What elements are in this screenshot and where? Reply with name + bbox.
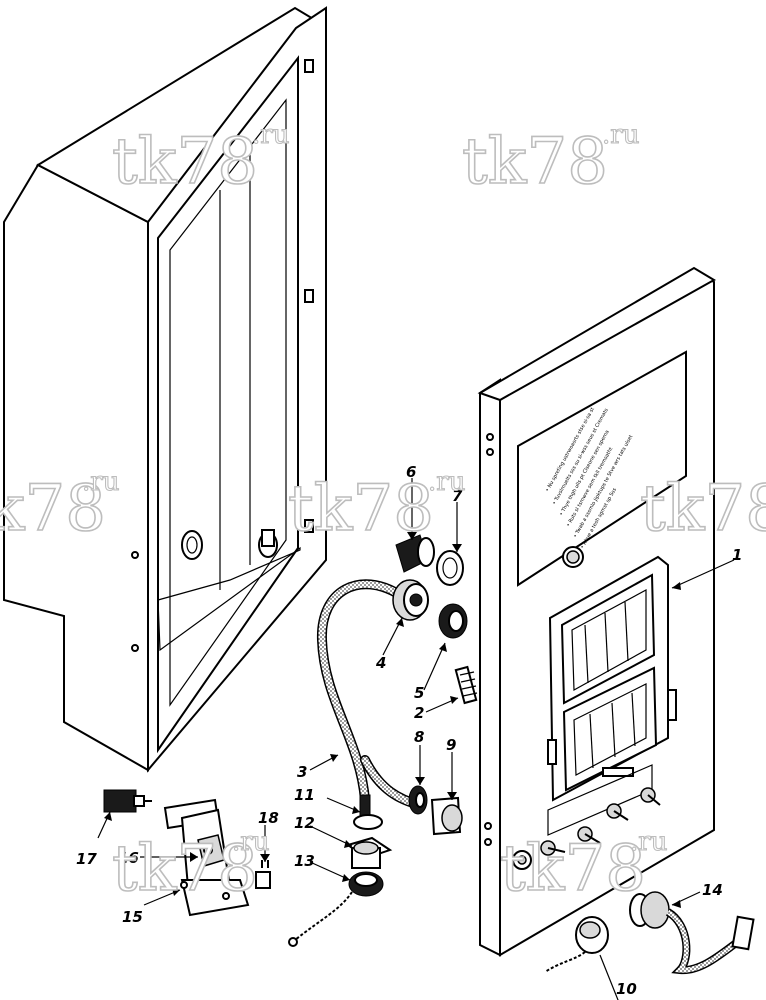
- svg-text:tk78: tk78: [640, 472, 766, 546]
- flange-receptacle: [430, 796, 463, 836]
- svg-text:tk78: tk78: [0, 472, 106, 546]
- angled-plug: [395, 534, 435, 573]
- square-connector: [345, 836, 393, 869]
- watermark: tk78 .ru: [111, 119, 290, 199]
- watermark: tk78 .ru: [461, 119, 640, 199]
- callout-10: 10: [616, 980, 637, 998]
- callout-16: 16: [118, 849, 139, 867]
- callout-4: 4: [375, 654, 386, 672]
- callout-15: 15: [122, 908, 143, 926]
- callout-5: 5: [414, 684, 424, 702]
- svg-text:tk78: tk78: [112, 125, 258, 199]
- callout-17: 17: [76, 850, 97, 868]
- svg-text:tk78: tk78: [112, 832, 258, 906]
- mounting-bracket: [163, 798, 250, 917]
- callout-3: 3: [297, 763, 307, 781]
- svg-text:.ru: .ru: [630, 827, 667, 857]
- svg-text:.ru: .ru: [232, 827, 269, 857]
- display-window-assembly: [547, 555, 677, 802]
- callout-9: 9: [446, 736, 456, 754]
- callout-7: 7: [452, 487, 463, 505]
- grommet: [408, 785, 428, 815]
- dust-cap: [288, 871, 384, 947]
- callout-11: 11: [294, 786, 315, 804]
- watermark: tk78 .ru: [499, 826, 668, 906]
- svg-text:.ru: .ru: [428, 467, 465, 497]
- svg-text:tk78: tk78: [500, 832, 646, 906]
- callout-12: 12: [294, 814, 315, 832]
- toggle-switch: [640, 787, 661, 806]
- watermark: tk78 .ru: [287, 466, 466, 546]
- callout-14: 14: [702, 881, 723, 899]
- circular-connector: [392, 579, 429, 621]
- svg-text:tk78: tk78: [462, 125, 608, 199]
- callout-labels: 1 2 3 4 5 6 7 8 9 10 11 12 13 14 15 16 1…: [76, 463, 742, 998]
- leader-lines: [97, 478, 735, 1000]
- connector-cable: [629, 891, 755, 975]
- toggle-switch-part: [103, 789, 152, 813]
- rim-slot: [304, 519, 314, 533]
- terminal-lug: [255, 860, 271, 889]
- callout-6: 6: [406, 463, 416, 481]
- callout-13: 13: [294, 852, 315, 870]
- rim-slot: [304, 289, 314, 303]
- watermark: tk78 .ru: [111, 826, 270, 906]
- svg-text:.ru: .ru: [602, 120, 639, 150]
- svg-text:tk78: tk78: [288, 472, 434, 546]
- panel-receptacle: [512, 850, 532, 870]
- callout-8: 8: [414, 728, 424, 746]
- cable-clamp: [353, 794, 383, 830]
- cable-hole: [181, 530, 203, 560]
- instruction-plate: [517, 350, 687, 587]
- switch-panel: [512, 764, 661, 870]
- callout-2: 2: [414, 704, 424, 722]
- enclosure-box: [3, 6, 327, 773]
- toggle-switch: [577, 826, 601, 844]
- callout-18: 18: [258, 809, 279, 827]
- watermark: tk78 .ru: [0, 466, 120, 546]
- panel-cap: [544, 916, 609, 973]
- watermark: tk78: [639, 471, 766, 547]
- terminal-strip: [454, 665, 478, 705]
- door-panel: [477, 266, 716, 957]
- clamp-ring: [436, 550, 464, 586]
- toggle-switch: [606, 803, 629, 821]
- toggle-switch: [540, 840, 566, 856]
- lock-nut: [438, 603, 468, 639]
- callout-1: 1: [732, 546, 742, 564]
- rim-slot: [304, 59, 314, 73]
- indicator-lamp: [562, 546, 584, 568]
- ground-stud: [258, 529, 278, 558]
- svg-text:.ru: .ru: [82, 467, 119, 497]
- watermarks: tk78 .ru tk78 .ru tk78 .ru tk78 .ru tk78…: [0, 119, 766, 906]
- svg-text:.ru: .ru: [252, 120, 289, 150]
